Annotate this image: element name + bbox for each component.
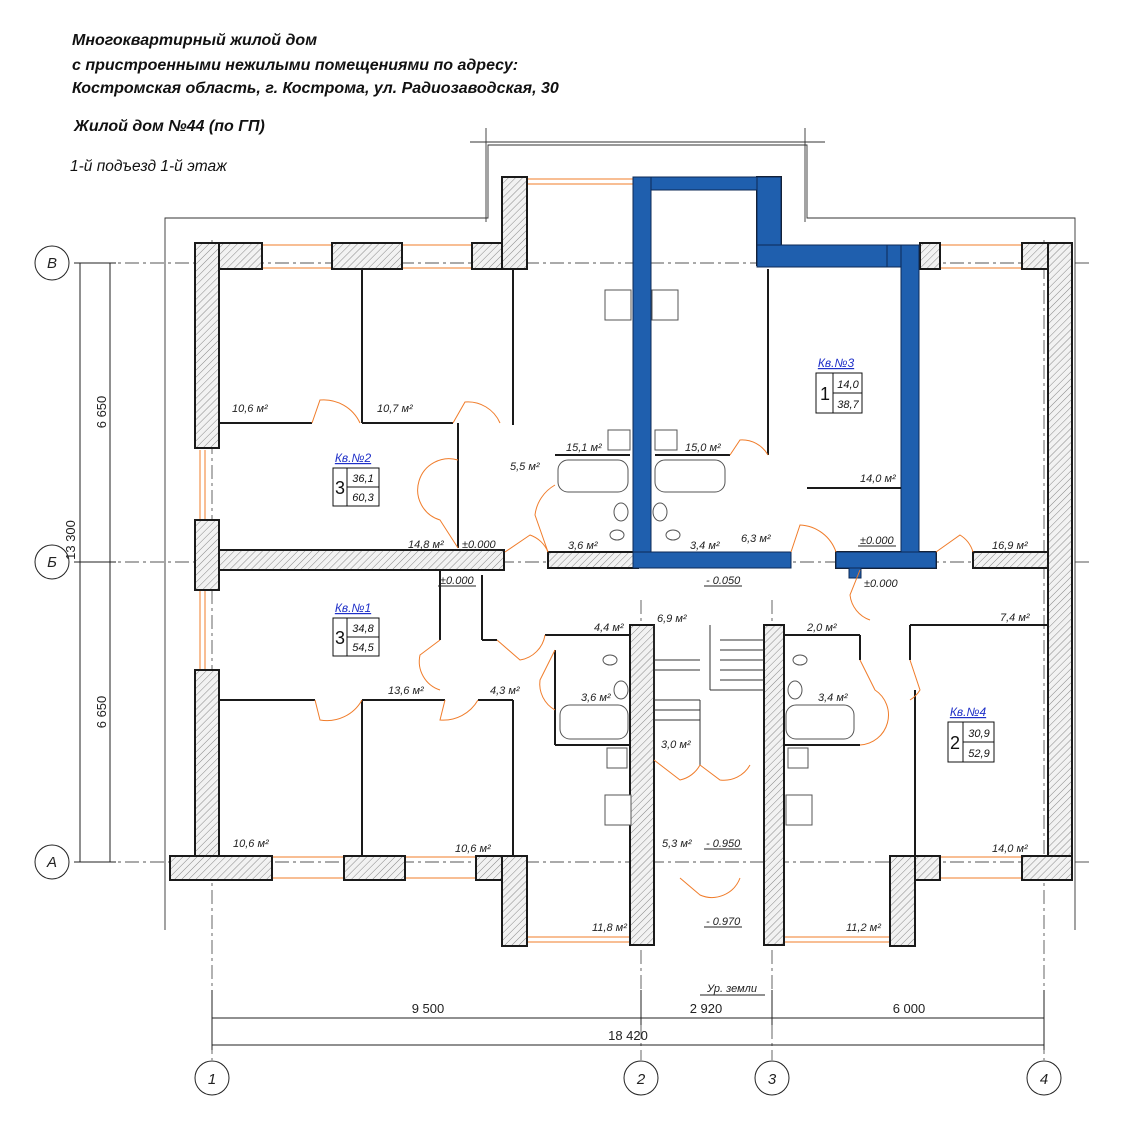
apt-4-label: Кв.№4 [950, 705, 987, 719]
apt-1-living: 34,8 [352, 623, 374, 635]
area-r22: 10,6 м² [455, 843, 491, 855]
area-r26: 11,2 м² [846, 922, 881, 934]
axis-label-v: В [47, 255, 57, 272]
dim-seg2: 2 920 [690, 1001, 723, 1016]
apt-2-total: 60,3 [352, 492, 374, 504]
area-r7: 14,8 м² [408, 539, 444, 551]
level-mark-2: ±0.000 [440, 575, 474, 587]
dim-upper-height: 6 650 [94, 396, 109, 429]
area-r23: 5,3 м² [662, 838, 692, 850]
area-r12: 4,4 м² [594, 622, 624, 634]
apt-1-total: 54,5 [352, 642, 374, 654]
axis-bubble-4 [1026, 1060, 1062, 1096]
area-r20: 3,0 м² [661, 739, 691, 751]
stairs [653, 625, 764, 765]
fixtures [557, 289, 855, 826]
apartment-4-stamp: Кв.№4 2 30,9 52,9 [947, 705, 995, 763]
level-mark-6: - 0.950 [706, 838, 741, 850]
apt-2-rooms: 3 [335, 478, 345, 498]
level-mark-5: - 0.050 [706, 575, 741, 587]
level-mark-7: - 0.970 [706, 916, 741, 928]
apt-1-rooms: 3 [335, 628, 345, 648]
area-r24: 14,0 м² [992, 843, 1028, 855]
dimension-lines [74, 262, 1045, 1050]
area-r10: 6,3 м² [741, 533, 771, 545]
apt-2-living: 36,1 [352, 473, 373, 485]
area-r15: 7,4 м² [1000, 612, 1030, 624]
apt-2-label: Кв.№2 [335, 451, 372, 465]
axis-bubble-1 [194, 1060, 230, 1096]
area-r4: 15,1 м² [566, 442, 602, 454]
area-r3: 5,5 м² [510, 461, 540, 473]
break-outline [164, 128, 1076, 930]
header-line-2: с пристроенными нежилыми помещениями по … [72, 57, 519, 74]
doors [311, 399, 974, 898]
partitions [219, 269, 1048, 856]
apt-3-living: 14,0 [837, 379, 859, 391]
apt-1-label: Кв.№1 [335, 601, 371, 615]
axis-bubble-b [34, 544, 70, 580]
level-mark-1: ±0.000 [462, 539, 496, 551]
axis-label-2: 2 [636, 1071, 646, 1088]
apt-4-living: 30,9 [968, 728, 989, 740]
area-r21: 10,6 м² [233, 838, 269, 850]
axis-bubble-2 [623, 1060, 659, 1096]
apt-4-total: 52,9 [968, 748, 989, 760]
apt-4-rooms: 2 [950, 733, 960, 753]
header-line-3: Костромская область, г. Кострома, ул. Ра… [72, 80, 559, 97]
ground-level-label: Ур. земли [706, 983, 757, 995]
axis-bubbles [34, 245, 1062, 1096]
area-r16: 3,6 м² [581, 692, 611, 704]
axis-label-3: 3 [768, 1071, 777, 1088]
area-r18: 13,6 м² [388, 685, 424, 697]
area-r2: 10,7 м² [377, 403, 413, 415]
axis-label-4: 4 [1040, 1071, 1048, 1088]
area-r1: 10,6 м² [232, 403, 268, 415]
axis-label-a: А [46, 854, 57, 871]
apartment-2-stamp: Кв.№2 3 36,1 60,3 [332, 451, 380, 507]
dim-seg3: 6 000 [893, 1001, 926, 1016]
apartment-3-stamp: Кв.№3 1 14,0 38,7 [815, 356, 863, 414]
axis-bubble-a [34, 844, 70, 880]
dim-seg1: 9 500 [412, 1001, 445, 1016]
room-areas: 10,6 м² 10,7 м² 5,5 м² 15,1 м² 15,0 м² 1… [232, 403, 1030, 934]
apt-3-total: 38,7 [837, 399, 859, 411]
area-r17: 3,4 м² [818, 692, 848, 704]
dim-lower-height: 6 650 [94, 696, 109, 729]
area-r8: 3,6 м² [568, 540, 598, 552]
area-r9: 3,4 м² [690, 540, 720, 552]
house-title: Жилой дом №44 (по ГП) [74, 118, 265, 135]
header-line-1: Многоквартирный жилой дом [72, 32, 318, 49]
area-r11: 16,9 м² [992, 540, 1028, 552]
area-r14: 2,0 м² [806, 622, 837, 634]
axis-label-b: Б [47, 554, 57, 571]
apt-3-label: Кв.№3 [818, 356, 855, 370]
level-marks: ±0.000 ±0.000 ±0.000 ±0.000 - 0.050 - 0.… [440, 535, 898, 928]
level-mark-4: ±0.000 [864, 578, 898, 590]
floor-title: 1-й подъезд 1-й этаж [70, 158, 227, 175]
walls [169, 176, 1073, 947]
area-r25: 11,8 м² [592, 922, 627, 934]
windows [199, 178, 1022, 943]
axis-bubble-v [34, 245, 70, 281]
dim-total: 18 420 [608, 1028, 648, 1043]
axis-label-1: 1 [208, 1071, 216, 1088]
dim-overall-height: 13 300 [63, 520, 78, 560]
area-r13: 6,9 м² [657, 613, 687, 625]
highlight-walls [632, 176, 937, 579]
level-mark-3: ±0.000 [860, 535, 894, 547]
apt-3-rooms: 1 [820, 384, 830, 404]
area-r5: 15,0 м² [685, 442, 721, 454]
apartment-1-stamp: Кв.№1 3 34,8 54,5 [332, 601, 380, 657]
area-r6: 14,0 м² [860, 473, 896, 485]
axis-bubble-3 [754, 1060, 790, 1096]
area-r19: 4,3 м² [490, 685, 520, 697]
